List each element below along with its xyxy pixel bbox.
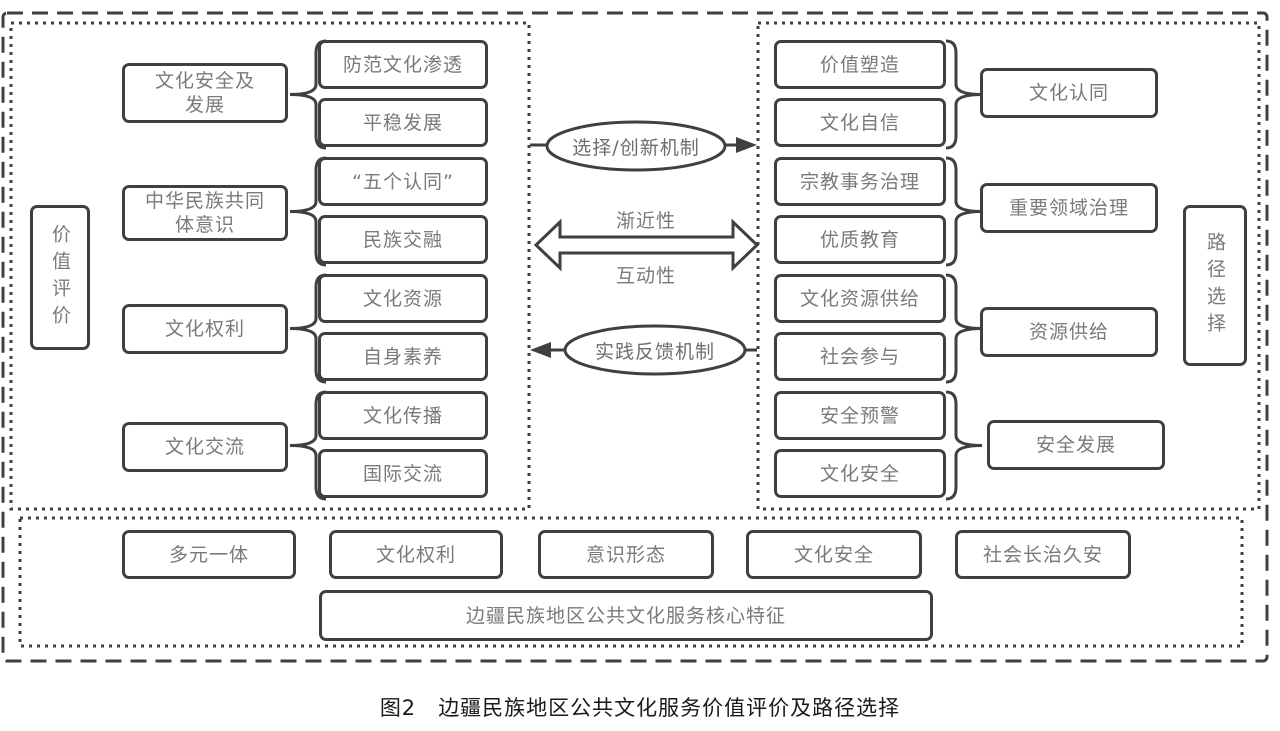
feedback-arrow-head [530,342,551,358]
left-item: 自身素养 [318,332,488,381]
right-brace [945,39,983,150]
left-brace [289,390,327,501]
right-item: 文化自信 [774,98,946,147]
right-item: 安全预警 [774,391,946,440]
left-panel-frame [9,21,531,511]
figure-caption: 图2 边疆民族地区公共文化服务价值评价及路径选择 [0,692,1280,722]
right-item: 文化资源供给 [774,274,946,323]
path-selection-label: 路径选择 [1183,205,1247,366]
forward-arrow-head [736,137,757,153]
right-panel-frame [756,21,1261,511]
gradualness-label: 渐近性 [615,210,676,232]
right-category-safe-development: 安全发展 [987,420,1165,470]
left-item: 民族交融 [318,215,488,264]
right-brace [945,273,983,384]
left-brace [289,39,327,150]
left-item: 文化传播 [318,391,488,440]
right-item: 文化安全 [774,449,946,498]
right-item: 优质教育 [774,215,946,264]
feedback-mechanism-ellipse [563,324,747,376]
right-category-key-governance: 重要领域治理 [980,183,1158,233]
core-features-title: 边疆民族地区公共文化服务核心特征 [319,590,933,641]
double-arrow [533,218,760,272]
right-item: 宗教事务治理 [774,157,946,206]
right-brace [945,390,983,501]
core-feature: 文化权利 [329,530,503,579]
left-item: 防范文化渗透 [318,40,488,89]
bottom-panel-frame [18,516,1244,648]
figure-number: 图2 [379,696,417,720]
right-category-cultural-identity: 文化认同 [980,68,1158,118]
left-item: 平稳发展 [318,98,488,147]
left-item: “五个认同” [318,157,488,206]
core-feature: 社会长治久安 [955,530,1131,579]
left-item: 国际交流 [318,449,488,498]
left-category-national-community: 中华民族共同 体意识 [122,185,288,241]
right-item: 价值塑造 [774,40,946,89]
left-category-cultural-security: 文化安全及 发展 [122,63,288,123]
feedback-mechanism-label: 实践反馈机制 [594,340,715,363]
forward-mechanism-ellipse [545,120,727,172]
right-category-resource-supply: 资源供给 [980,307,1158,357]
right-brace [945,156,983,267]
left-brace [289,156,327,267]
left-category-cultural-exchange: 文化交流 [122,422,288,472]
left-brace [289,273,327,384]
outer-dashed-frame [1,11,1269,663]
left-category-cultural-rights: 文化权利 [122,304,288,354]
figure-title: 边疆民族地区公共文化服务价值评价及路径选择 [438,696,901,720]
value-evaluation-label: 价值评价 [30,205,90,350]
core-feature: 文化安全 [746,530,922,579]
left-item: 文化资源 [318,274,488,323]
forward-mechanism-label: 选择/创新机制 [572,136,700,159]
right-item: 社会参与 [774,332,946,381]
interactivity-label: 互动性 [615,265,676,287]
core-feature: 意识形态 [538,530,714,579]
core-feature: 多元一体 [122,530,296,579]
